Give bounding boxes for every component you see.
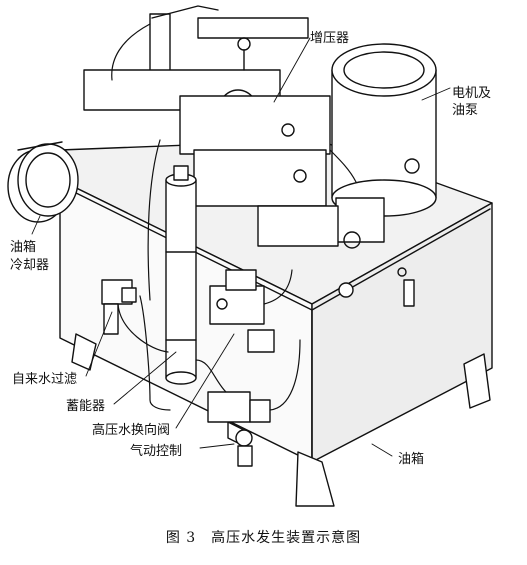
label-booster: 增压器 <box>310 31 350 46</box>
piping <box>111 23 357 411</box>
accumulator <box>165 165 197 385</box>
label-motor-pump-1: 电机及 <box>452 86 492 101</box>
pneumatic-control <box>207 391 271 467</box>
oil-cooler <box>7 141 79 223</box>
leader-booster <box>273 37 311 103</box>
leader-oil-tank <box>371 443 393 457</box>
booster-frame <box>83 5 339 247</box>
label-cooler-1: 油箱 <box>10 240 37 255</box>
leader-reversing-valve <box>175 333 235 429</box>
motor-pump <box>331 43 437 249</box>
label-reversing-valve: 高压水换向阀 <box>92 423 171 438</box>
reversing-valve <box>209 269 275 353</box>
tank-details <box>338 267 415 307</box>
label-pneumatic-control: 气动控制 <box>130 444 183 459</box>
leader-lines <box>31 37 451 457</box>
leader-water-filter <box>85 311 113 377</box>
figure-caption: 图 3 高压水发生装置示意图 <box>165 530 362 546</box>
label-oil-tank: 油箱 <box>398 452 425 467</box>
leader-accumulator <box>113 351 177 405</box>
label-accumulator: 蓄能器 <box>66 399 106 414</box>
label-water-filter: 自来水过滤 <box>12 372 78 387</box>
leader-pneumatic <box>199 443 235 449</box>
label-cooler-2: 冷却器 <box>10 258 50 273</box>
water-filter <box>101 279 137 335</box>
label-motor-pump-2: 油泵 <box>452 103 479 118</box>
leader-cooler <box>31 215 41 235</box>
leader-motor-pump <box>421 87 451 101</box>
